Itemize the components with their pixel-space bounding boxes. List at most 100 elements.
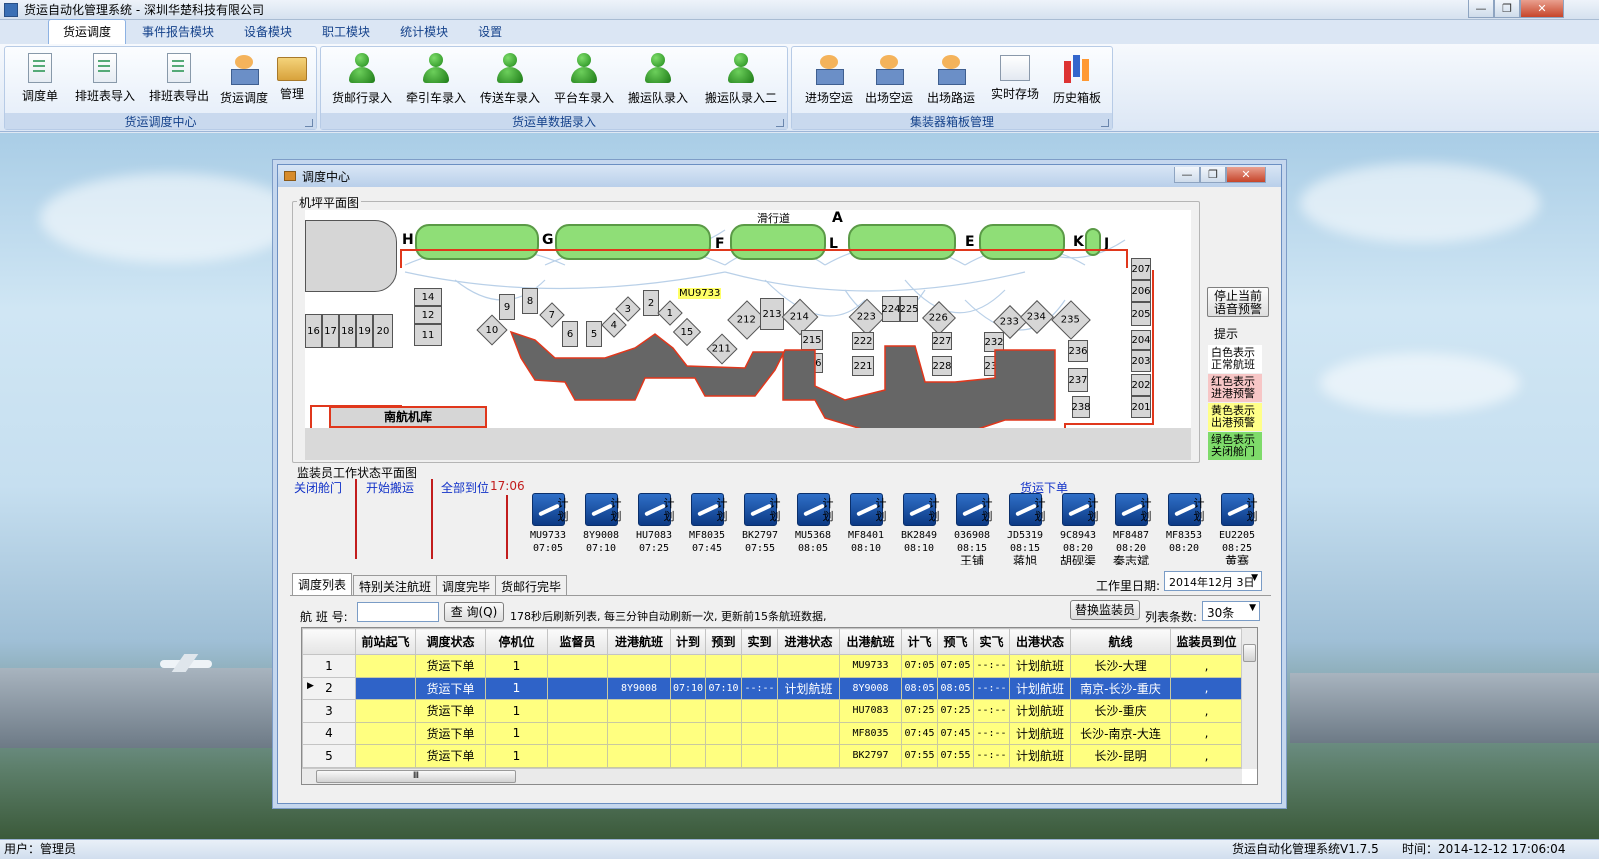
history-pallet-button[interactable]: 历史箱板 — [1044, 51, 1110, 111]
table-cell[interactable]: 8Y9008 — [839, 676, 902, 700]
table-cell[interactable] — [741, 744, 778, 768]
table-cell[interactable]: 货运下单 — [415, 676, 486, 700]
table-cell[interactable]: 计划航班 — [1009, 654, 1071, 678]
table-cell[interactable]: 07:05 — [901, 654, 938, 678]
table-cell[interactable]: 计划航班 — [777, 676, 840, 700]
schedule-export-button[interactable]: 排班表导出 — [141, 51, 217, 111]
table-cell[interactable] — [607, 721, 671, 745]
row-header[interactable]: 3 — [302, 699, 356, 723]
table-cell[interactable]: --:-- — [973, 721, 1010, 745]
bay-stand[interactable]: 213 — [760, 298, 784, 330]
table-cell[interactable] — [741, 699, 778, 723]
table-cell[interactable]: MF8035 — [839, 721, 902, 745]
replace-inspector-button[interactable]: 替换监装员 — [1070, 600, 1140, 620]
bay-stand[interactable]: 232 — [984, 332, 1004, 352]
realtime-stock-button[interactable]: 实时存场 — [982, 51, 1048, 111]
close-button[interactable]: ✕ — [1520, 0, 1564, 18]
table-cell[interactable] — [547, 721, 608, 745]
tab-dispatch[interactable]: 货运调度 — [48, 19, 127, 44]
bay-stand[interactable]: 237 — [1068, 368, 1088, 392]
bay-stand[interactable]: 6 — [562, 321, 578, 347]
table-cell[interactable]: --:-- — [973, 744, 1010, 768]
restore-button[interactable]: ❐ — [1494, 0, 1520, 18]
table-cell[interactable] — [777, 744, 840, 768]
table-cell[interactable]: 1 — [485, 676, 548, 700]
group-expand-icon[interactable] — [1101, 119, 1109, 127]
row-header[interactable]: 4 — [302, 721, 356, 745]
table-cell[interactable]: 07:45 — [901, 721, 938, 745]
table-cell[interactable]: 长沙-重庆 — [1070, 699, 1171, 723]
bay-stand[interactable]: 17 — [322, 314, 339, 348]
column-header[interactable]: 预飞 — [937, 628, 974, 655]
table-cell[interactable]: 1 — [485, 744, 548, 768]
bay-stand[interactable]: 19 — [356, 314, 373, 348]
table-cell[interactable] — [670, 721, 706, 745]
table-cell[interactable]: 货运下单 — [415, 721, 486, 745]
table-cell[interactable]: 长沙-昆明 — [1070, 744, 1171, 768]
table-cell[interactable]: 07:55 — [937, 744, 974, 768]
bay-stand[interactable]: 221 — [852, 356, 874, 376]
column-header[interactable]: 前站起飞 — [355, 628, 416, 655]
bay-stand[interactable]: 225 — [899, 296, 919, 322]
table-cell[interactable]: MU9733 — [839, 654, 902, 678]
bay-stand[interactable]: 205 — [1131, 302, 1151, 326]
tab-cargo-done[interactable]: 货邮行完毕 — [495, 575, 568, 595]
table-cell[interactable]: 长沙-大理 — [1070, 654, 1171, 678]
flight-no-input[interactable] — [357, 602, 439, 622]
column-header[interactable]: 监装员到位 — [1170, 628, 1243, 655]
bay-stand[interactable]: 20 — [373, 314, 393, 348]
group-expand-icon[interactable] — [305, 119, 313, 127]
bay-stand[interactable]: 8 — [522, 288, 538, 314]
list-count-select[interactable]: 30条 ▼ — [1202, 601, 1260, 621]
table-cell[interactable] — [547, 699, 608, 723]
bay-stand[interactable]: 201 — [1131, 396, 1151, 418]
manage-button[interactable]: 管理 — [259, 51, 325, 111]
column-header[interactable]: 计飞 — [901, 628, 938, 655]
table-cell[interactable] — [777, 699, 840, 723]
table-cell[interactable]: HU7083 — [839, 699, 902, 723]
table-cell[interactable]: --:-- — [973, 654, 1010, 678]
column-header[interactable]: 航线 — [1070, 628, 1171, 655]
bay-stand[interactable]: 14 — [414, 288, 442, 306]
column-header[interactable]: 出港状态 — [1009, 628, 1071, 655]
tractor-entry-button[interactable]: 牵引车录入 — [401, 51, 471, 111]
workday-date-picker[interactable]: 2014年12月 3日 ▼ — [1164, 571, 1262, 591]
dispatch-order-button[interactable]: 调度单 — [7, 51, 73, 111]
vertical-scroll-thumb[interactable] — [1243, 644, 1256, 662]
column-header[interactable]: 实到 — [741, 628, 778, 655]
table-cell[interactable]: 货运下单 — [415, 654, 486, 678]
table-cell[interactable] — [777, 654, 840, 678]
table-cell[interactable]: --:-- — [973, 699, 1010, 723]
table-cell[interactable] — [355, 699, 416, 723]
table-cell[interactable] — [741, 721, 778, 745]
table-cell[interactable]: , — [1170, 654, 1243, 678]
table-cell[interactable] — [670, 744, 706, 768]
horizontal-scroll-thumb[interactable]: Ⅲ — [316, 770, 516, 783]
tab-dispatch-done[interactable]: 调度完毕 — [436, 575, 497, 595]
bay-stand[interactable]: 238 — [1071, 396, 1091, 418]
table-cell[interactable] — [705, 654, 742, 678]
row-header[interactable]: 5 — [302, 744, 356, 768]
bay-stand[interactable]: 207 — [1131, 258, 1151, 280]
bay-stand[interactable]: 11 — [414, 324, 442, 346]
porter-entry-2-button[interactable]: 搬运队录入二 — [699, 51, 783, 111]
table-cell[interactable] — [547, 744, 608, 768]
table-cell[interactable] — [355, 721, 416, 745]
tab-special-flights[interactable]: 特别关注航班 — [353, 575, 438, 595]
bay-stand[interactable]: 224 — [881, 296, 901, 322]
vertical-scrollbar[interactable] — [1241, 628, 1257, 769]
table-cell[interactable] — [705, 721, 742, 745]
table-cell[interactable] — [355, 744, 416, 768]
tab-settings[interactable]: 设置 — [478, 25, 503, 39]
column-header[interactable]: 停机位 — [485, 628, 548, 655]
bay-stand[interactable]: 203 — [1131, 350, 1151, 372]
